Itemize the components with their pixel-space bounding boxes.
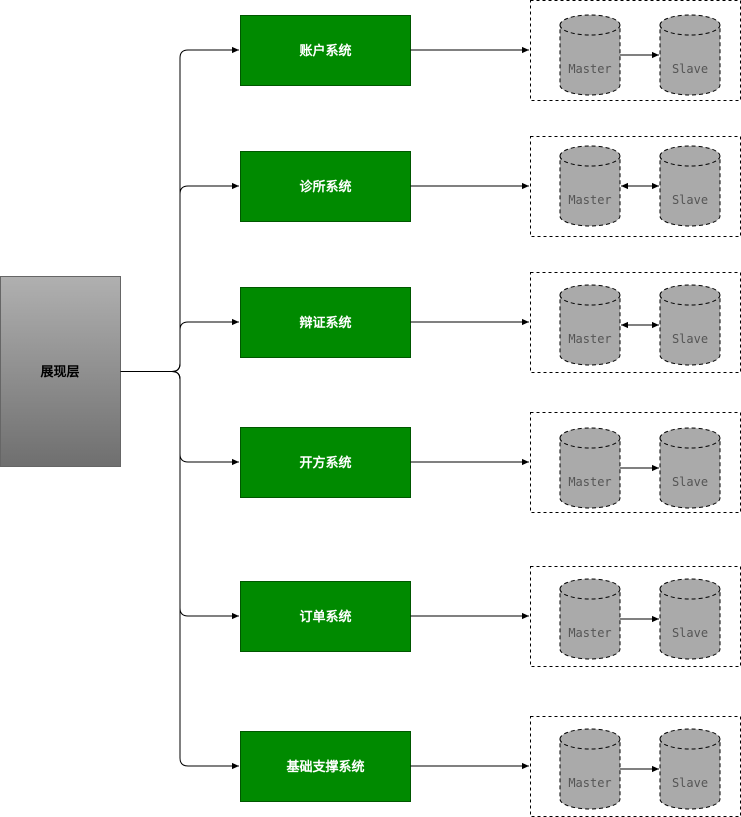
branch-connector [171, 371, 239, 770]
branch-connector [171, 371, 239, 466]
slave-db-icon: Slave [659, 284, 721, 366]
system-row: 辩证系统 Master Slave [240, 272, 741, 373]
system-label: 辩证系统 [299, 315, 351, 331]
system-label: 诊所系统 [299, 179, 351, 195]
master-db-icon-body [559, 145, 621, 227]
master-db-icon-label: Master [568, 776, 611, 790]
master-db-icon-body [559, 427, 621, 509]
slave-db-icon: Slave [659, 578, 721, 660]
master-db-icon-body [559, 578, 621, 660]
system-row: 基础支撑系统 Master Slave [240, 716, 741, 817]
slave-db-icon-label: Slave [672, 332, 708, 346]
slave-db-icon-body [659, 728, 721, 810]
branch-connector [171, 371, 239, 620]
system-box [240, 427, 411, 498]
connectors [120, 46, 239, 770]
system-box [240, 15, 411, 86]
system-label: 账户系统 [299, 43, 351, 59]
master-db-icon-label: Master [568, 475, 611, 489]
master-db-icon: Master [559, 427, 621, 509]
slave-db-icon: Slave [659, 427, 721, 509]
system-box [240, 287, 411, 358]
slave-db-icon: Slave [659, 145, 721, 227]
master-db-icon-label: Master [568, 193, 611, 207]
slave-db-icon-label: Slave [672, 62, 708, 76]
master-db-icon-body [559, 728, 621, 810]
system-row: 订单系统 Master Slave [240, 566, 741, 667]
master-db-icon: Master [559, 284, 621, 366]
branch-connector [171, 318, 239, 372]
branch-connector [171, 182, 239, 372]
master-db-icon: Master [559, 14, 621, 96]
slave-db-icon-body [659, 427, 721, 509]
master-db-icon-label: Master [568, 626, 611, 640]
presentation-layer-label: 展现层 [40, 365, 79, 380]
slave-db-icon-label: Slave [672, 475, 708, 489]
system-row: 诊所系统 Master Slave [240, 136, 741, 237]
presentation-layer-box [0, 276, 121, 467]
slave-db-icon: Slave [659, 728, 721, 810]
slave-db-icon-label: Slave [672, 626, 708, 640]
slave-db-icon-body [659, 145, 721, 227]
master-db-icon: Master [559, 728, 621, 810]
system-row: 账户系统 Master Slave [240, 0, 741, 101]
system-label: 订单系统 [299, 609, 351, 625]
master-db-icon-label: Master [568, 62, 611, 76]
system-box [240, 581, 411, 652]
system-box [240, 731, 411, 802]
slave-db-icon-body [659, 284, 721, 366]
system-label: 开方系统 [299, 455, 351, 471]
master-db-icon-body [559, 284, 621, 366]
slave-db-icon-body [659, 14, 721, 96]
master-db-icon-body [559, 14, 621, 96]
master-db-icon: Master [559, 578, 621, 660]
master-db-icon-label: Master [568, 332, 611, 346]
presentation-layer-node: 展现层 [0, 276, 121, 467]
slave-db-icon: Slave [659, 14, 721, 96]
slave-db-icon-label: Slave [672, 776, 708, 790]
slave-db-icon-label: Slave [672, 193, 708, 207]
system-row: 开方系统 Master Slave [240, 412, 741, 513]
master-db-icon: Master [559, 145, 621, 227]
slave-db-icon-body [659, 578, 721, 660]
system-label: 基础支撑系统 [285, 759, 364, 775]
